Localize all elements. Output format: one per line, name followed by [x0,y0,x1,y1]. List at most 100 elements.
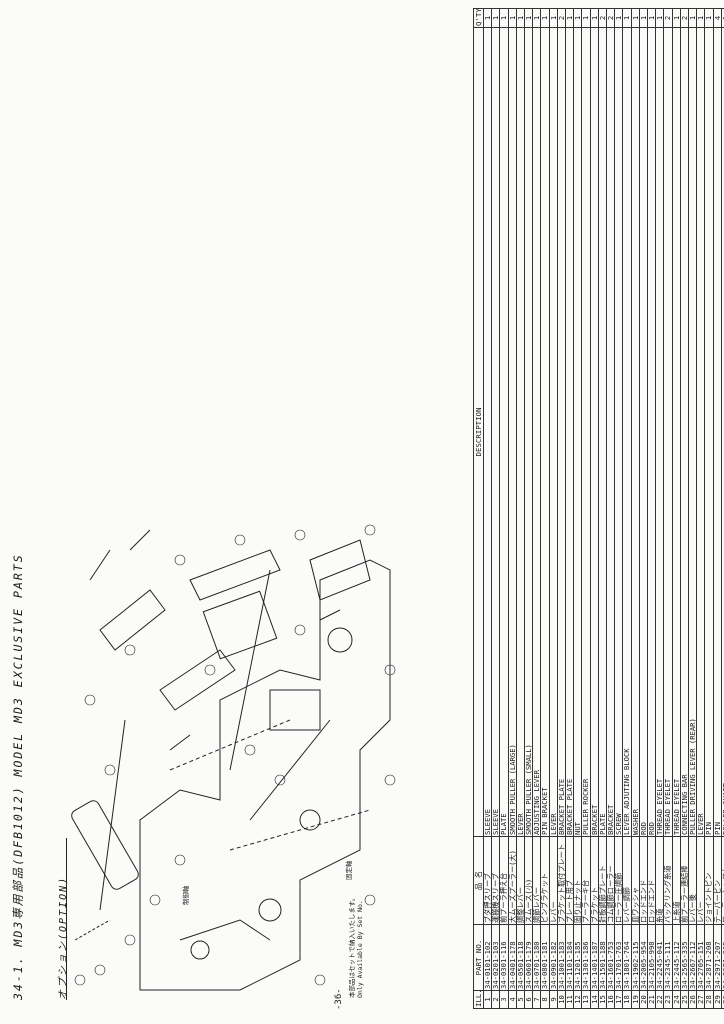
name-jp-cell: プレート用ブ [565,836,574,925]
diagram-drawing [71,524,396,991]
ill-no-cell: 2 [491,990,500,1009]
qty-cell: 1 [672,8,681,28]
description-cell: LEVER ADJUTING BLOCK [622,27,632,837]
description-cell: ROD [639,27,648,837]
part-no-cell: 34-0801-181 [540,924,550,991]
description-cell: SCREW [614,27,623,837]
qty-cell: 1 [655,8,664,28]
description-cell: WASHER [631,27,640,837]
description-cell: BRACKET PLATE [557,27,566,837]
description-cell: LEVER [549,27,558,837]
qty-cell: 1 [516,8,525,28]
qty-cell: 1 [647,8,656,28]
qty-cell: 2 [598,8,607,28]
part-no-cell: 34-0901-182 [549,924,558,991]
qty-cell: 1 [524,8,533,28]
name-jp-cell: バックリング糸道 [663,836,673,925]
ill-no-cell: 23 [663,990,673,1009]
name-jp-cell: ロッドエンド [647,836,656,925]
name-jp-cell: 調節レバー [532,836,541,925]
description-cell: SLEEVE [491,27,500,837]
ill-no-cell: 5 [516,990,525,1009]
col-header-ill-no: ILL.NO. [473,990,484,1009]
part-no-cell: 34-2565-335 [680,924,689,991]
qty-cell: 4 [713,8,722,28]
ill-no-cell: 13 [581,990,591,1009]
description-cell: NUT [573,27,582,837]
part-no-cell: 34-2345-111 [663,924,673,991]
name-jp-cell: 運搬機スリーブ [491,836,500,925]
qty-cell: 1 [532,8,541,28]
ill-no-cell: 15 [598,990,607,1009]
part-no-cell: 34-2005-954 [639,924,648,991]
part-no-cell: 34-1601-753 [606,924,615,991]
ill-no-cell: 21 [647,990,656,1009]
part-no-cell: 34-2445-112 [672,924,681,991]
description-cell: PIN [713,27,722,837]
part-no-cell: 34-1001-183 [557,924,566,991]
name-jp-cell: 皿ワッシャ [631,836,640,925]
ill-no-cell: 9 [549,990,558,1009]
name-jp-cell: ブラケット取付プレート [557,836,566,925]
name-jp-cell: レバー後 [688,836,697,925]
part-no-cell: 34-1301-186 [581,924,591,991]
qty-cell: 2 [663,8,673,28]
page-title: 34-1. MD3専用部品(DFB1012) MODEL MD3 EXCLUSI… [11,553,25,1000]
ill-no-cell: 20 [639,990,648,1009]
part-no-cell: 34-0601-179 [524,924,533,991]
ill-no-cell: 17 [614,990,623,1009]
ill-no-cell: 18 [622,990,632,1009]
description-cell: PLATE [499,27,509,837]
part-no-cell: 34-1501-188 [598,924,607,991]
ill-no-cell: 1 [483,990,492,1009]
qty-cell: 1 [622,8,632,28]
name-jp-cell: 前プーラ押え台 [499,836,509,925]
col-header-description: DESCRIPTION [473,27,484,837]
name-jp-cell: ブラケット [590,836,599,925]
description-cell: PIN [704,27,714,837]
description-cell: CONNECTING BAR [680,27,689,837]
ill-no-cell: 28 [704,990,714,1009]
name-jp-cell: 調整レバー [516,836,525,925]
name-jp-cell: テーパーピン [713,836,722,925]
qty-cell: 1 [631,8,640,28]
qty-cell: 1 [573,8,582,28]
qty-cell: 1 [508,8,517,28]
ill-no-cell: 26 [688,990,697,1009]
part-no-cell: 34-0401-178 [508,924,517,991]
qty-cell: 1 [483,8,492,28]
description-cell: THREAD EYELET [672,27,681,837]
description-cell: SMOOTH PULLER (LARGE) [508,27,517,837]
part-no-cell: 34-2667-112 [688,924,697,991]
label-control-shaft: 制御軸 [182,885,190,906]
ill-no-cell: 11 [565,990,574,1009]
qty-cell: 1 [696,8,705,28]
name-jp-cell: プーラーキ台 [581,836,591,925]
part-no-cell: 34-1201-185 [573,924,582,991]
qty-cell: 1 [581,8,591,28]
set-note-japanese: 本部品はセットで納入いたします。 [348,894,356,998]
qty-cell: 2 [557,8,566,28]
name-jp-cell: レバー [549,836,558,925]
part-no-cell: 34-2245-041 [655,924,664,991]
col-header-part-no: PART NO. [473,924,484,991]
name-jp-cell: ローラー圧調節 [614,836,623,925]
